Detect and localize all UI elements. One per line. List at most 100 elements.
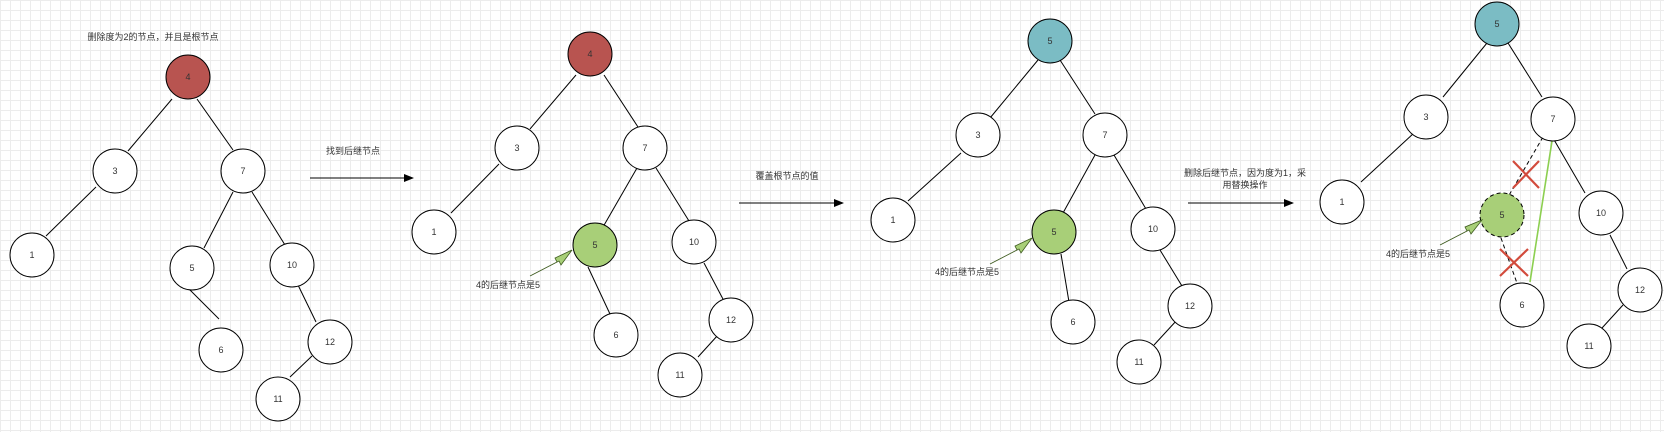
node-7-label: 7: [240, 166, 245, 176]
removed-edge-5-6: [1500, 237, 1519, 287]
edge-5-7: [1059, 59, 1096, 115]
node-11-label: 11: [1584, 341, 1593, 351]
node-3: [1403, 94, 1449, 140]
node-10-label: 10: [1148, 224, 1158, 234]
edge-5-7: [1507, 42, 1543, 98]
edge-3-1: [450, 163, 500, 214]
node-3-label: 3: [112, 166, 117, 176]
edge-4-3: [127, 98, 173, 152]
node-10: [671, 219, 717, 265]
edge-5-6: [587, 266, 611, 315]
node-root: [1474, 1, 1520, 47]
node-1: [9, 232, 55, 278]
stage-1-caption: 删除度为2的节点，并且是根节点: [87, 31, 218, 42]
node-root-label: 5: [1047, 36, 1052, 46]
transition-arrow-3: 删除后继节点，因为度为1，采 用替换操作: [1184, 167, 1306, 207]
node-6-label: 6: [1519, 300, 1524, 310]
node-root-label: 5: [1494, 19, 1499, 29]
node-7: [220, 148, 266, 194]
node-11-label: 11: [675, 370, 684, 380]
node-3-label: 3: [1423, 112, 1428, 122]
node-1-label: 1: [29, 250, 34, 260]
node-10-label: 10: [287, 260, 297, 270]
node-12: [1617, 267, 1663, 313]
arrow-3-label-line-1: 删除后继节点，因为度为1，采: [1184, 167, 1306, 178]
node-11: [657, 352, 703, 398]
node-1-label: 1: [1339, 197, 1344, 207]
node-10: [1130, 206, 1176, 252]
node-1: [411, 209, 457, 255]
edge-4-3: [529, 74, 577, 130]
node-6: [593, 312, 639, 358]
node-12: [307, 319, 353, 365]
node-6: [198, 327, 244, 373]
successor-pointer-arrow: [1439, 219, 1484, 246]
edge-5-6: [1060, 253, 1070, 303]
successor-pointer-arrow: [529, 249, 573, 277]
node-1: [870, 197, 916, 243]
node-6-label: 6: [613, 330, 618, 340]
node-1-label: 1: [890, 215, 895, 225]
edge-7-5: [203, 191, 234, 249]
stage-4-tree: 5 3 7 1 5 10 6 12 11 4的后继节点是5: [1319, 1, 1663, 369]
node-12-label: 12: [1635, 285, 1645, 295]
node-1-label: 1: [431, 227, 436, 237]
edge-12-11: [697, 334, 719, 358]
node-11: [1116, 339, 1162, 385]
stage-1-tree: 删除度为2的节点，并且是根节点 4 3 7 1 5 10 6 12 11: [9, 31, 353, 422]
arrow-2-label: 覆盖根节点的值: [755, 170, 818, 181]
successor-annotation: 4的后继节点是5: [1386, 248, 1450, 259]
node-11: [255, 376, 301, 422]
node-10: [1578, 190, 1624, 236]
edge-12-11: [1153, 319, 1178, 346]
edge-10-12: [1159, 249, 1183, 287]
node-successor-5-label: 5: [1499, 210, 1504, 220]
edge-10-12: [297, 284, 317, 323]
node-successor-5: [1031, 209, 1077, 255]
edge-7-5: [1062, 154, 1096, 214]
edge-7-10: [251, 191, 286, 246]
node-6: [1499, 282, 1545, 328]
edge-4-7: [603, 74, 639, 128]
edge-7-5: [602, 167, 638, 228]
node-12: [708, 297, 754, 343]
edge-5-6: [188, 288, 220, 320]
node-11: [1566, 323, 1612, 369]
node-3: [92, 148, 138, 194]
cross-icon-upper: [1512, 160, 1540, 189]
node-7-label: 7: [642, 143, 647, 153]
node-root: [567, 31, 613, 77]
node-12-label: 12: [1185, 301, 1195, 311]
node-3-label: 3: [975, 130, 980, 140]
transition-arrow-1: 找到后继节点: [310, 145, 414, 182]
edge-5-3: [1442, 42, 1488, 98]
successor-annotation: 4的后继节点是5: [935, 266, 999, 277]
node-successor-5-label: 5: [592, 240, 597, 250]
edge-4-7: [196, 98, 234, 151]
arrow-3-label-line-2: 用替换操作: [1222, 179, 1267, 190]
node-7: [1082, 112, 1128, 158]
node-successor-5: [572, 222, 618, 268]
node-successor-5-deleted: [1479, 192, 1525, 238]
edge-7-10: [655, 167, 690, 222]
edge-3-1: [45, 186, 97, 237]
node-11-label: 11: [273, 394, 282, 404]
node-3: [494, 125, 540, 171]
node-12-label: 12: [325, 337, 335, 347]
edge-7-10: [1552, 137, 1586, 194]
edge-3-1: [1360, 132, 1415, 183]
edge-12-11: [289, 355, 313, 378]
edge-7-10: [1113, 154, 1147, 210]
node-10-label: 10: [689, 237, 699, 247]
replacement-link-7-6: [1529, 140, 1553, 283]
node-3-label: 3: [514, 143, 519, 153]
node-7: [1530, 96, 1576, 142]
node-successor-5-label: 5: [1051, 227, 1056, 237]
successor-annotation: 4的后继节点是5: [476, 279, 540, 290]
successor-pointer-arrow: [989, 237, 1033, 265]
arrow-1-label: 找到后继节点: [326, 145, 380, 156]
node-10-label: 10: [1596, 208, 1606, 218]
node-7-label: 7: [1550, 114, 1555, 124]
edge-12-11: [1601, 304, 1624, 329]
